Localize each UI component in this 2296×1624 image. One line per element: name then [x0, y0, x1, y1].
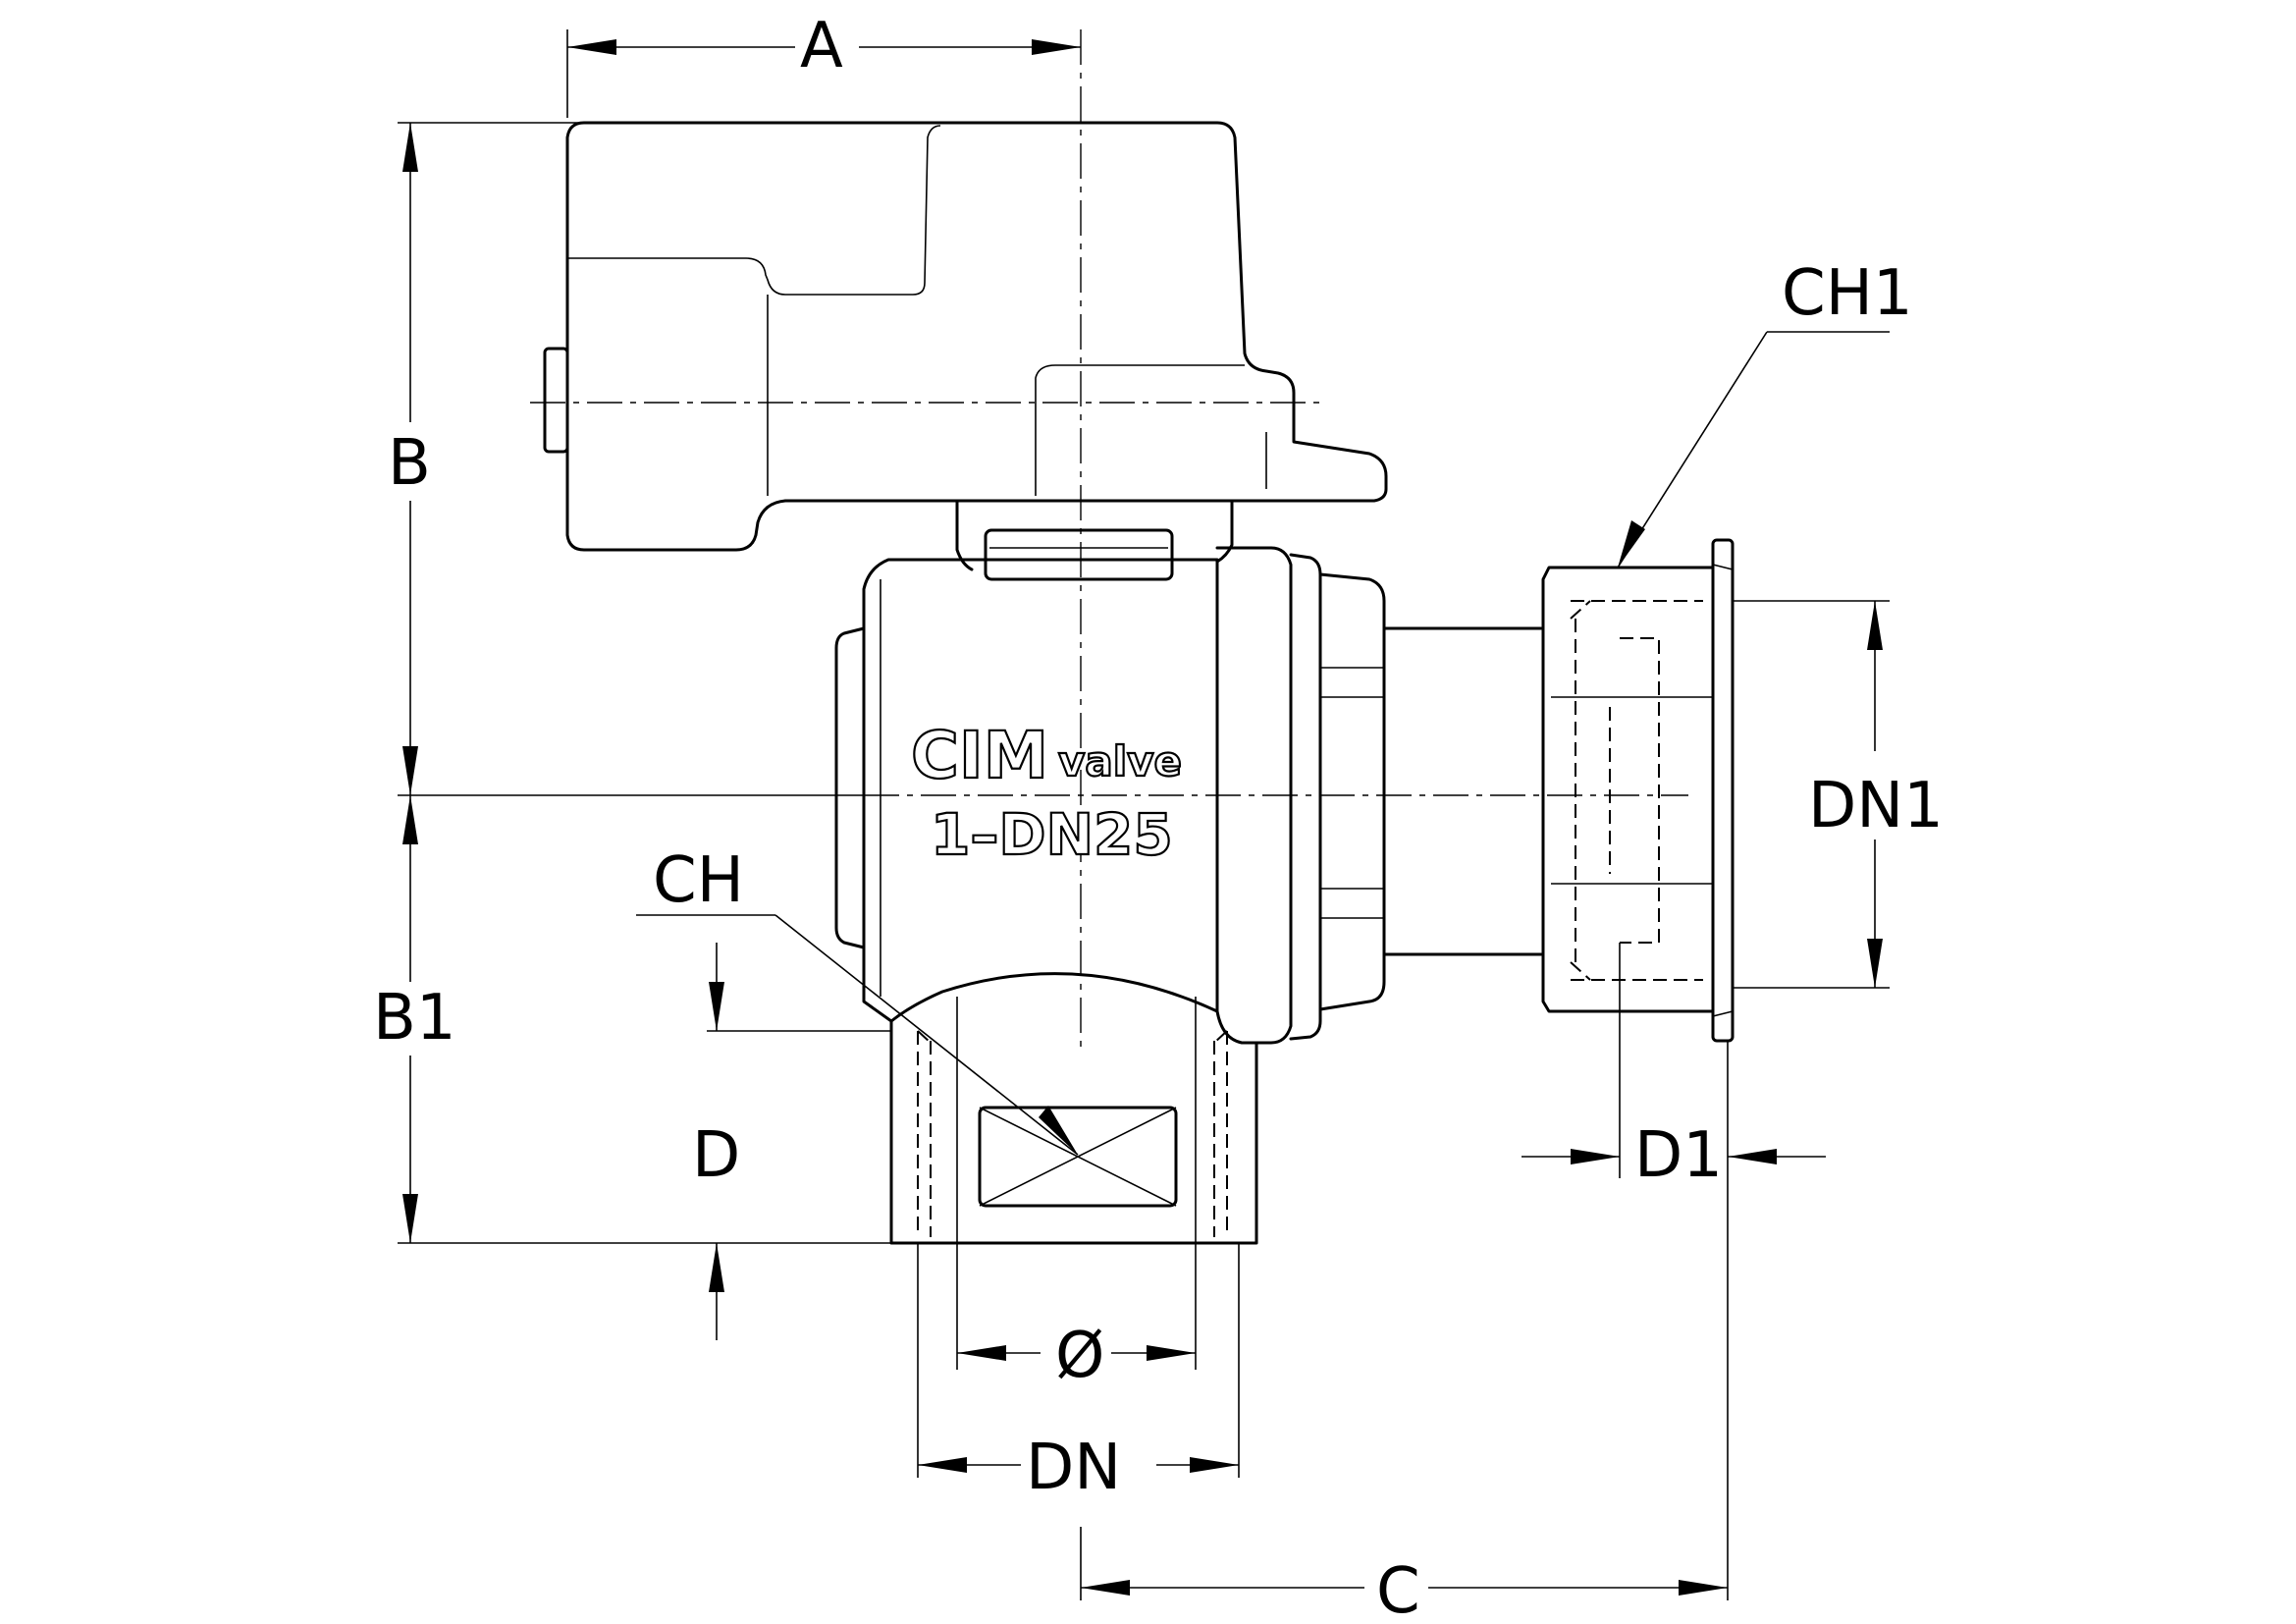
dimension-lines [398, 29, 1890, 1600]
stem-neck [955, 499, 1234, 581]
dim-label-d: D [692, 1119, 740, 1192]
dim-label-diameter: Ø [1055, 1320, 1104, 1392]
dim-label-a: A [800, 10, 843, 82]
logo-word: valve [1058, 737, 1182, 785]
dimension-labels: A B B1 CH CH1 D D1 DN1 Ø DN C [373, 10, 1944, 1624]
lower-outlet [889, 997, 1258, 1245]
dim-label-b1: B1 [373, 982, 456, 1055]
dim-label-d1: D1 [1634, 1119, 1723, 1192]
actuator-head [543, 121, 1388, 552]
dim-label-ch: CH [653, 844, 744, 917]
dim-label-ch1: CH1 [1782, 257, 1913, 330]
size-code: 1–DN25 [931, 801, 1173, 868]
dim-label-dn1: DN1 [1808, 770, 1944, 842]
union-nut [1541, 538, 1735, 1043]
dim-label-b: B [388, 427, 431, 500]
dim-label-c: C [1376, 1555, 1420, 1624]
center-lines [530, 29, 1688, 1051]
dim-label-dn: DN [1026, 1432, 1121, 1504]
logo-mark: CIM [911, 718, 1048, 793]
body-marking: CIM valve 1–DN25 [910, 717, 1183, 869]
